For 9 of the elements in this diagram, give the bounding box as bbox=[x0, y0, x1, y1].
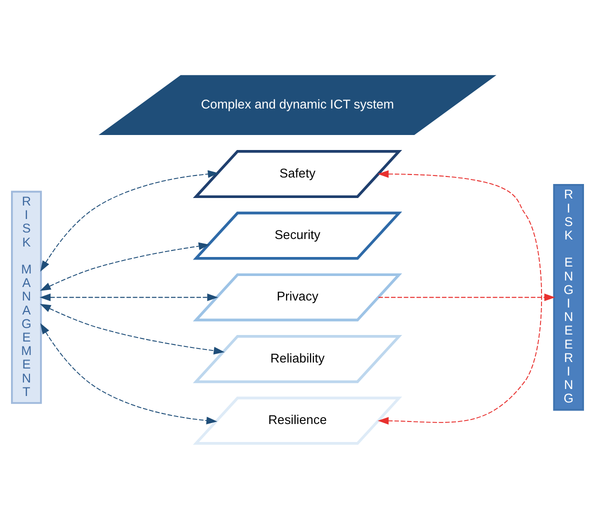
arrow bbox=[40, 242, 210, 290]
arrow bbox=[40, 170, 219, 272]
arrow bbox=[378, 293, 556, 301]
arrow bbox=[40, 322, 218, 424]
arrow bbox=[378, 170, 542, 424]
arrow bbox=[40, 293, 218, 301]
node-box: RISK ENGINEERING bbox=[553, 184, 584, 410]
node-box: RISK MANAGEMENT bbox=[11, 190, 42, 404]
arrow bbox=[40, 303, 225, 354]
